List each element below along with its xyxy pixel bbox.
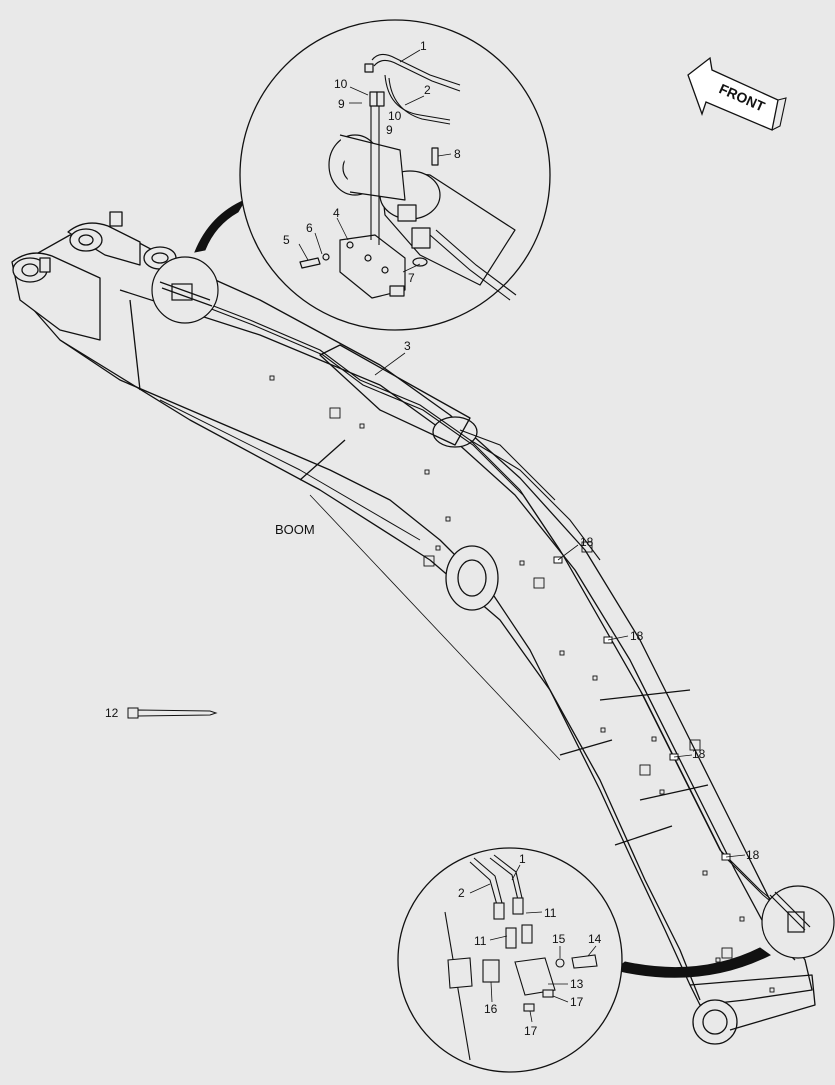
callout-12: 12 — [105, 706, 119, 720]
callout-9: 9 — [386, 123, 393, 137]
callout-10: 10 — [388, 109, 402, 123]
callout-15: 15 — [552, 932, 566, 946]
front-arrow: FRONT — [687, 56, 787, 131]
callout-10: 10 — [334, 77, 348, 91]
callout-17: 17 — [570, 995, 584, 1009]
callout-labels: 1 2 10 9 10 9 8 4 6 5 7 3 18 18 18 18 12… — [105, 39, 760, 1038]
callout-4: 4 — [333, 206, 340, 220]
detail-marker-top — [151, 256, 219, 324]
callout-17: 17 — [524, 1024, 538, 1038]
top-detail-view — [239, 19, 551, 331]
callout-1: 1 — [420, 39, 427, 53]
callout-18: 18 — [580, 535, 594, 549]
callout-2: 2 — [424, 83, 431, 97]
bottom-detail-view — [397, 847, 623, 1073]
callout-18: 18 — [746, 848, 760, 862]
callout-2: 2 — [458, 886, 465, 900]
cable-tie — [127, 707, 218, 719]
callout-5: 5 — [283, 233, 290, 247]
callout-13: 13 — [570, 977, 584, 991]
callout-1: 1 — [519, 852, 526, 866]
boom-label: BOOM — [275, 522, 315, 537]
callout-18: 18 — [630, 629, 644, 643]
callout-11: 11 — [474, 934, 487, 948]
callout-18: 18 — [692, 747, 706, 761]
callout-3: 3 — [404, 339, 411, 353]
callout-6: 6 — [306, 221, 313, 235]
callout-9: 9 — [338, 97, 345, 111]
callout-7: 7 — [408, 271, 415, 285]
callout-14: 14 — [588, 932, 602, 946]
leader-lines — [298, 49, 746, 1023]
callout-8: 8 — [454, 147, 461, 161]
callout-16: 16 — [484, 1002, 498, 1016]
callout-11: 11 — [544, 906, 557, 920]
hydraulic-lines — [184, 294, 794, 921]
detail-marker-bottom — [761, 885, 835, 959]
